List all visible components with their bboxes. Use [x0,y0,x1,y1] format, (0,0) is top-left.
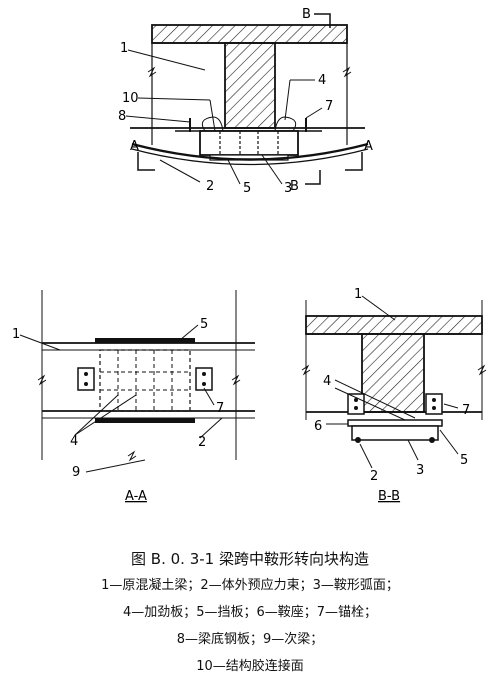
section-view-bb: 1 4 7 6 5 3 2 B-B [301,287,487,504]
label-4-elevation: 4 [318,73,326,88]
legend-line-1: 1—原混凝土梁；2—体外预应力束；3—鞍形弧面； [101,578,399,593]
saddle-plan [99,349,191,412]
elevation-view: 1 4 10 8 7 2 5 3 A A B B [118,7,373,196]
plan-view-aa: 1 5 7 2 4 9 A-A [12,290,255,504]
label-3-elevation: 3 [284,181,292,196]
label-8-elevation: 8 [118,109,126,124]
label-3-bb: 3 [416,463,424,478]
legend-line-4: 10—结构胶连接面 [196,659,304,674]
saddle-block-elevation [199,130,299,156]
section-a-left: A [130,139,139,154]
view-title-aa: A-A [125,489,147,504]
label-9-plan: 9 [72,465,80,480]
legend-line-2: 4—加劲板；5—挡板；6—鞍座；7—锚栓； [122,605,378,620]
label-5-bb: 5 [460,453,468,468]
bb-web [361,333,425,413]
label-4-plan: 4 [70,434,78,449]
label-2-elevation: 2 [206,179,214,194]
label-2-plan: 2 [198,435,206,450]
section-a-right: A [364,139,373,154]
figure-title: 图 B. 0. 3-1 梁跨中鞍形转向块构造 [131,550,369,568]
label-2-bb: 2 [370,469,378,484]
top-slab [151,24,348,44]
label-5-plan: 5 [200,317,208,332]
tendon-elevation [131,142,369,161]
legend-line-3: 8—梁底钢板；9—次梁； [176,632,324,647]
label-7-plan: 7 [216,401,224,416]
section-b-top: B [302,7,311,22]
label-7-elevation: 7 [325,99,333,114]
section-b-bottom: B [290,179,299,194]
view-title-bb: B-B [378,489,400,504]
label-1-bb: 1 [354,287,362,302]
label-1-elevation: 1 [120,41,128,56]
label-1-plan: 1 [12,327,20,342]
beam-web-elevation [224,42,276,129]
label-7-bb: 7 [462,403,470,418]
label-10-elevation: 10 [122,91,139,106]
label-4-bb: 4 [323,374,331,389]
label-5-elevation: 5 [243,181,251,196]
label-6-bb: 6 [314,419,322,434]
